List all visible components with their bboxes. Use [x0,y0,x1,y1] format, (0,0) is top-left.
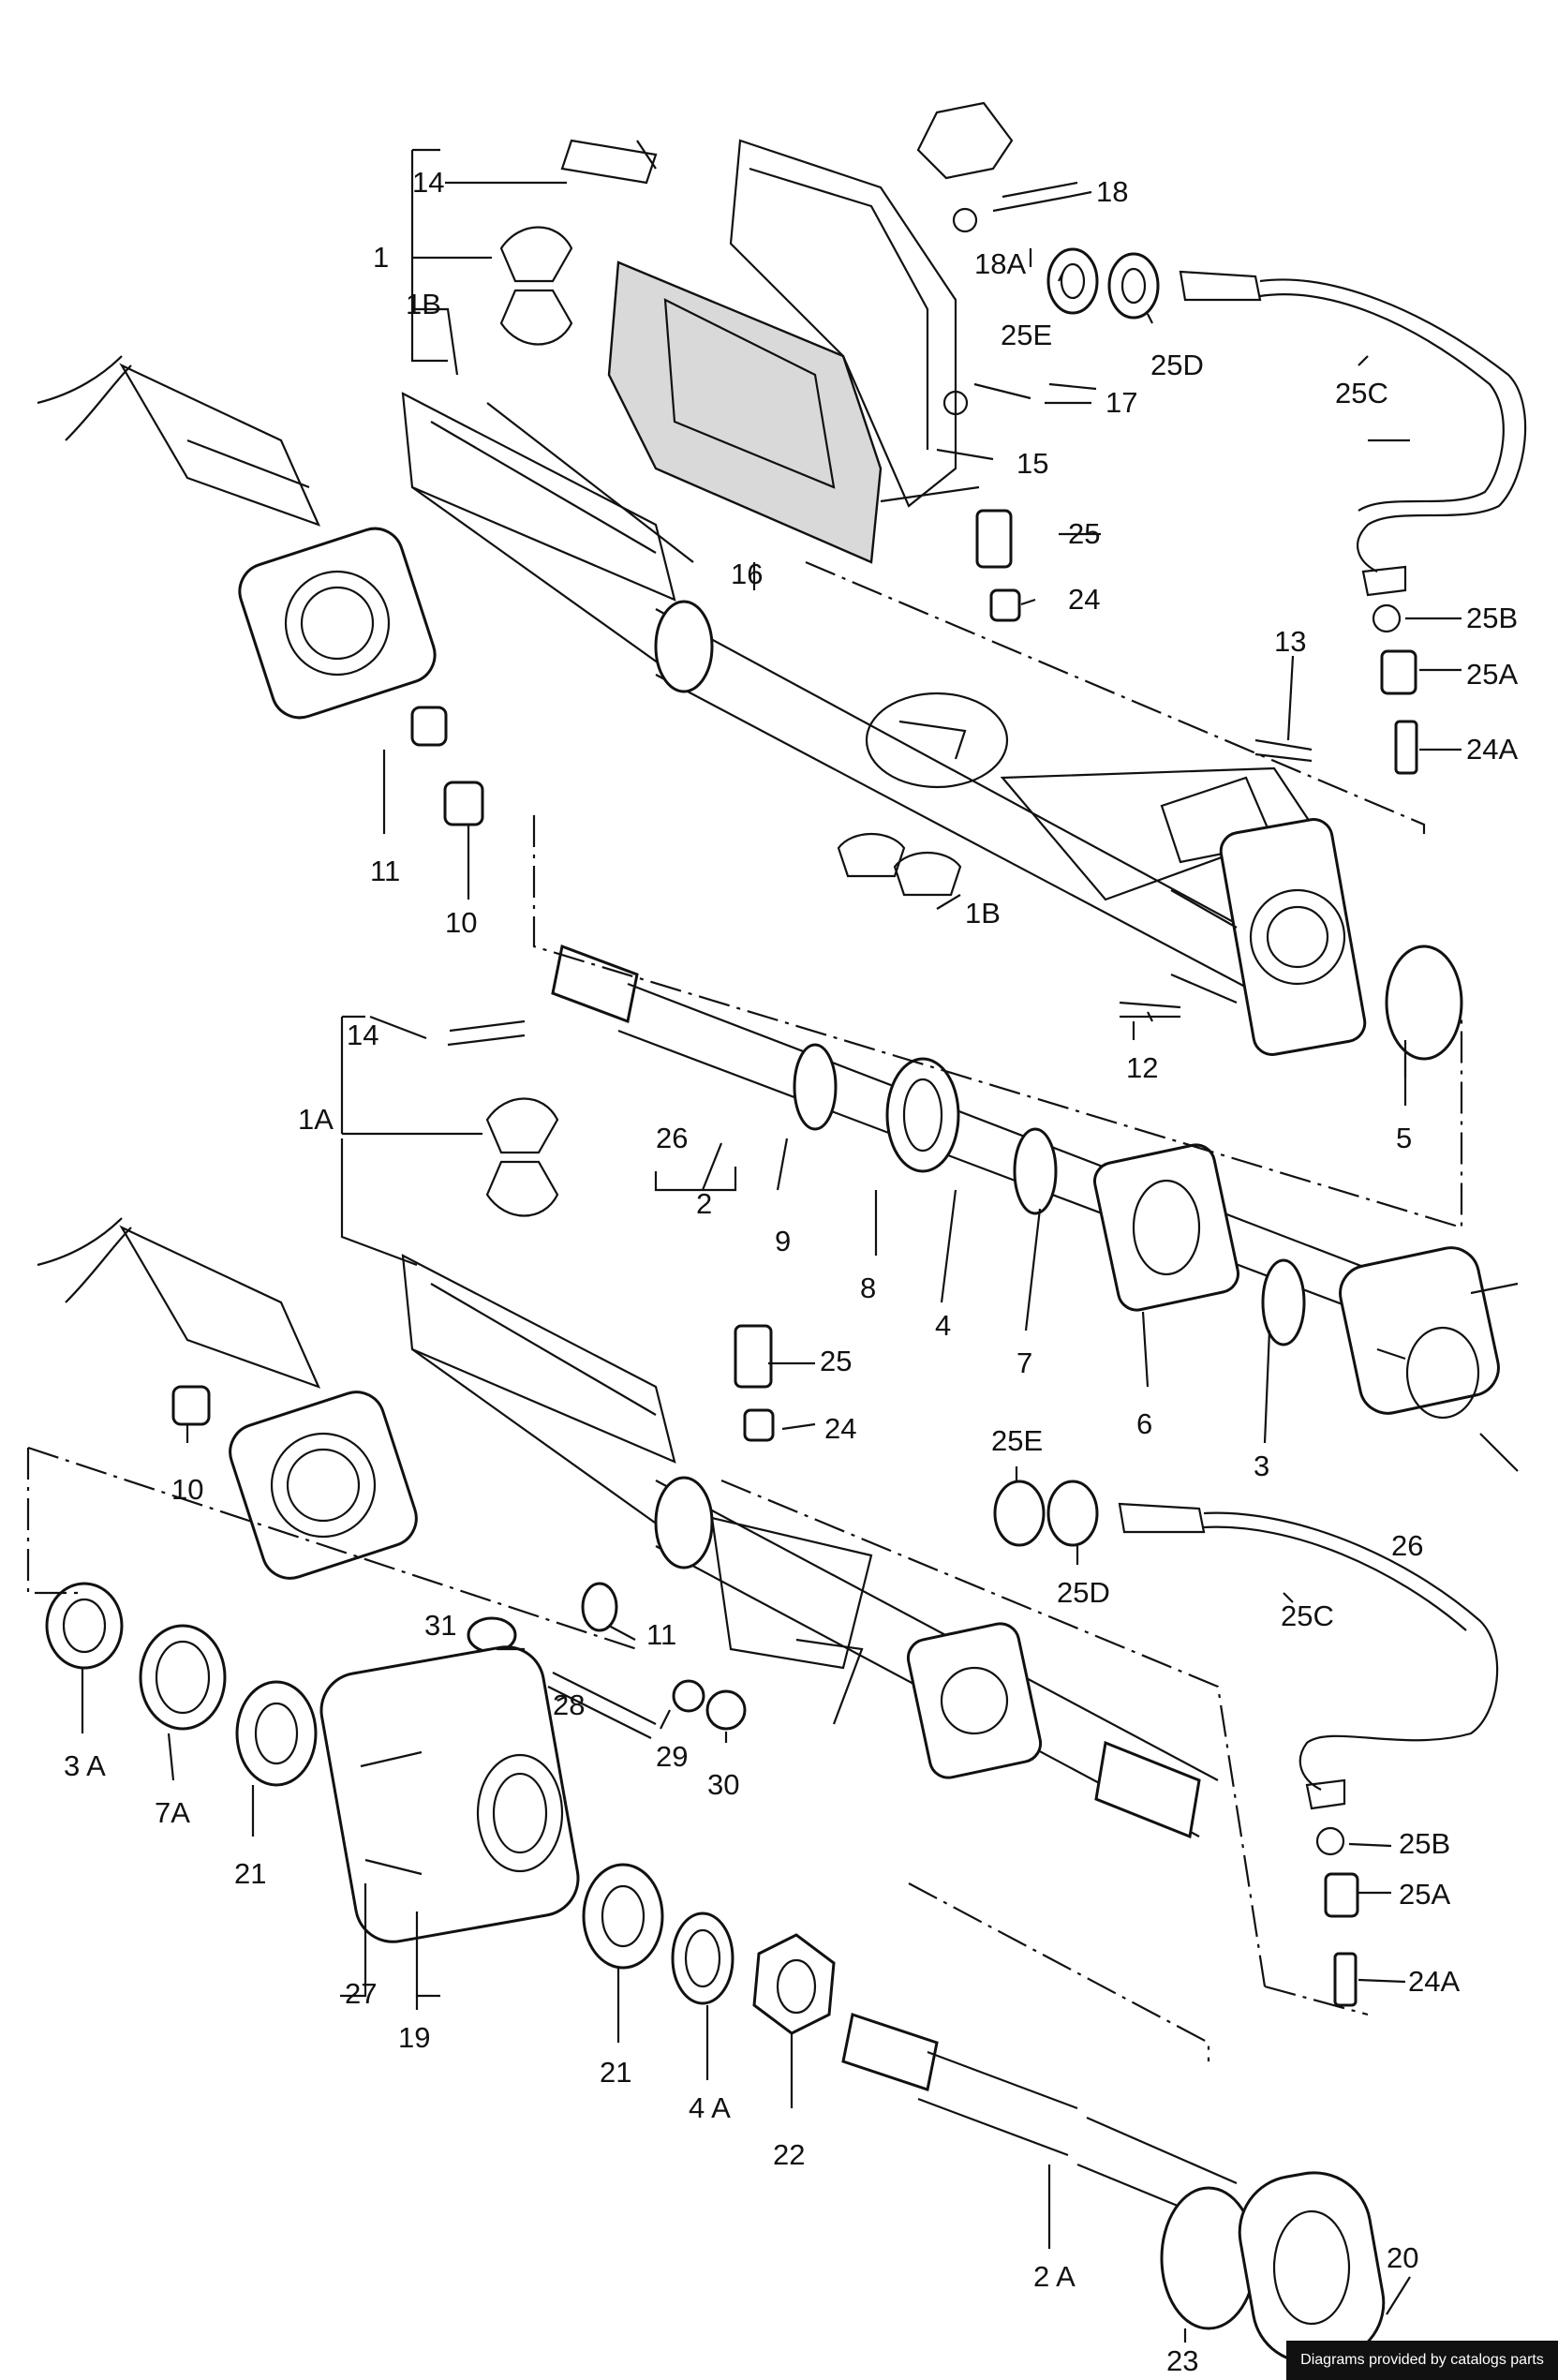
label-22: 22 [773,2138,805,2171]
upper-parts [410,101,1527,1078]
label-25a-upper: 25A [1466,658,1518,691]
label-21-a: 21 [234,1857,266,1890]
label-9: 9 [775,1225,791,1257]
callout-labels: 14 1 1B 18 18A 25E 25D 25C 17 15 25 16 2… [64,166,1518,2377]
label-14-mid: 14 [347,1019,378,1051]
label-1: 1 [373,241,389,274]
label-25d-lower: 25D [1057,1576,1110,1609]
label-3: 3 [1254,1450,1269,1482]
lower-axle-housing [37,1217,1219,1839]
leader-lines [81,148,1462,2343]
label-25b-upper: 25B [1466,602,1518,634]
label-15: 15 [1016,447,1048,480]
label-2a: 2 A [1033,2260,1076,2293]
label-25e-upper: 25E [1001,319,1052,351]
label-8: 8 [860,1272,876,1304]
label-28: 28 [553,1688,585,1721]
label-26-stud: 26 [1391,1529,1423,1562]
label-21-b: 21 [600,2056,631,2089]
label-18a: 18A [974,247,1026,280]
label-1a: 1A [298,1103,334,1136]
label-24-mid: 24 [824,1412,856,1445]
label-3a: 3 A [64,1749,106,1782]
label-4: 4 [935,1309,951,1342]
label-16: 16 [731,558,763,590]
label-4a: 4 A [689,2091,731,2124]
label-31: 31 [424,1609,456,1642]
label-30: 30 [707,1768,739,1801]
label-13: 13 [1274,625,1306,658]
label-18: 18 [1096,175,1128,208]
label-6: 6 [1136,1407,1152,1440]
dash-dot-boundaries [26,560,1463,2061]
label-29: 29 [656,1740,688,1773]
label-7: 7 [1016,1346,1032,1379]
label-17: 17 [1105,386,1137,419]
label-25d-upper: 25D [1150,349,1204,381]
label-26-shaft: 26 [656,1122,688,1154]
credit-banner: Diagrams provided by catalogs parts [1286,2341,1558,2380]
label-2: 2 [696,1187,712,1220]
label-25-upper: 25 [1068,517,1100,550]
label-1b-upper: 1B [406,288,441,320]
upper-shaft [551,944,1519,1472]
label-25e-lower: 25E [991,1424,1043,1457]
label-25a-lower: 25A [1399,1878,1450,1911]
label-11-lower: 11 [646,1618,676,1651]
label-12: 12 [1126,1051,1158,1084]
label-10-lower: 10 [171,1473,203,1506]
label-25-mid: 25 [820,1345,852,1377]
label-25c-upper: 25C [1335,377,1388,409]
label-20: 20 [1387,2241,1418,2274]
label-1b-mid: 1B [965,897,1001,930]
label-24-upper: 24 [1068,583,1100,616]
lower-parts [45,1019,1499,2364]
label-10-upper: 10 [445,906,477,939]
label-5: 5 [1396,1122,1412,1154]
label-19: 19 [398,2021,430,2054]
upper-cover-gasket [607,139,969,564]
label-11-upper: 11 [370,855,400,887]
label-24a-upper: 24A [1466,733,1518,766]
label-14-upper: 14 [412,166,444,199]
label-27: 27 [345,1977,377,2010]
label-23: 23 [1166,2344,1198,2377]
upper-axle-housing [37,355,1367,1056]
label-25c-lower: 25C [1281,1599,1334,1632]
label-25b-lower: 25B [1399,1827,1450,1860]
label-7a: 7A [155,1796,190,1829]
label-24a-lower: 24A [1408,1965,1460,1998]
